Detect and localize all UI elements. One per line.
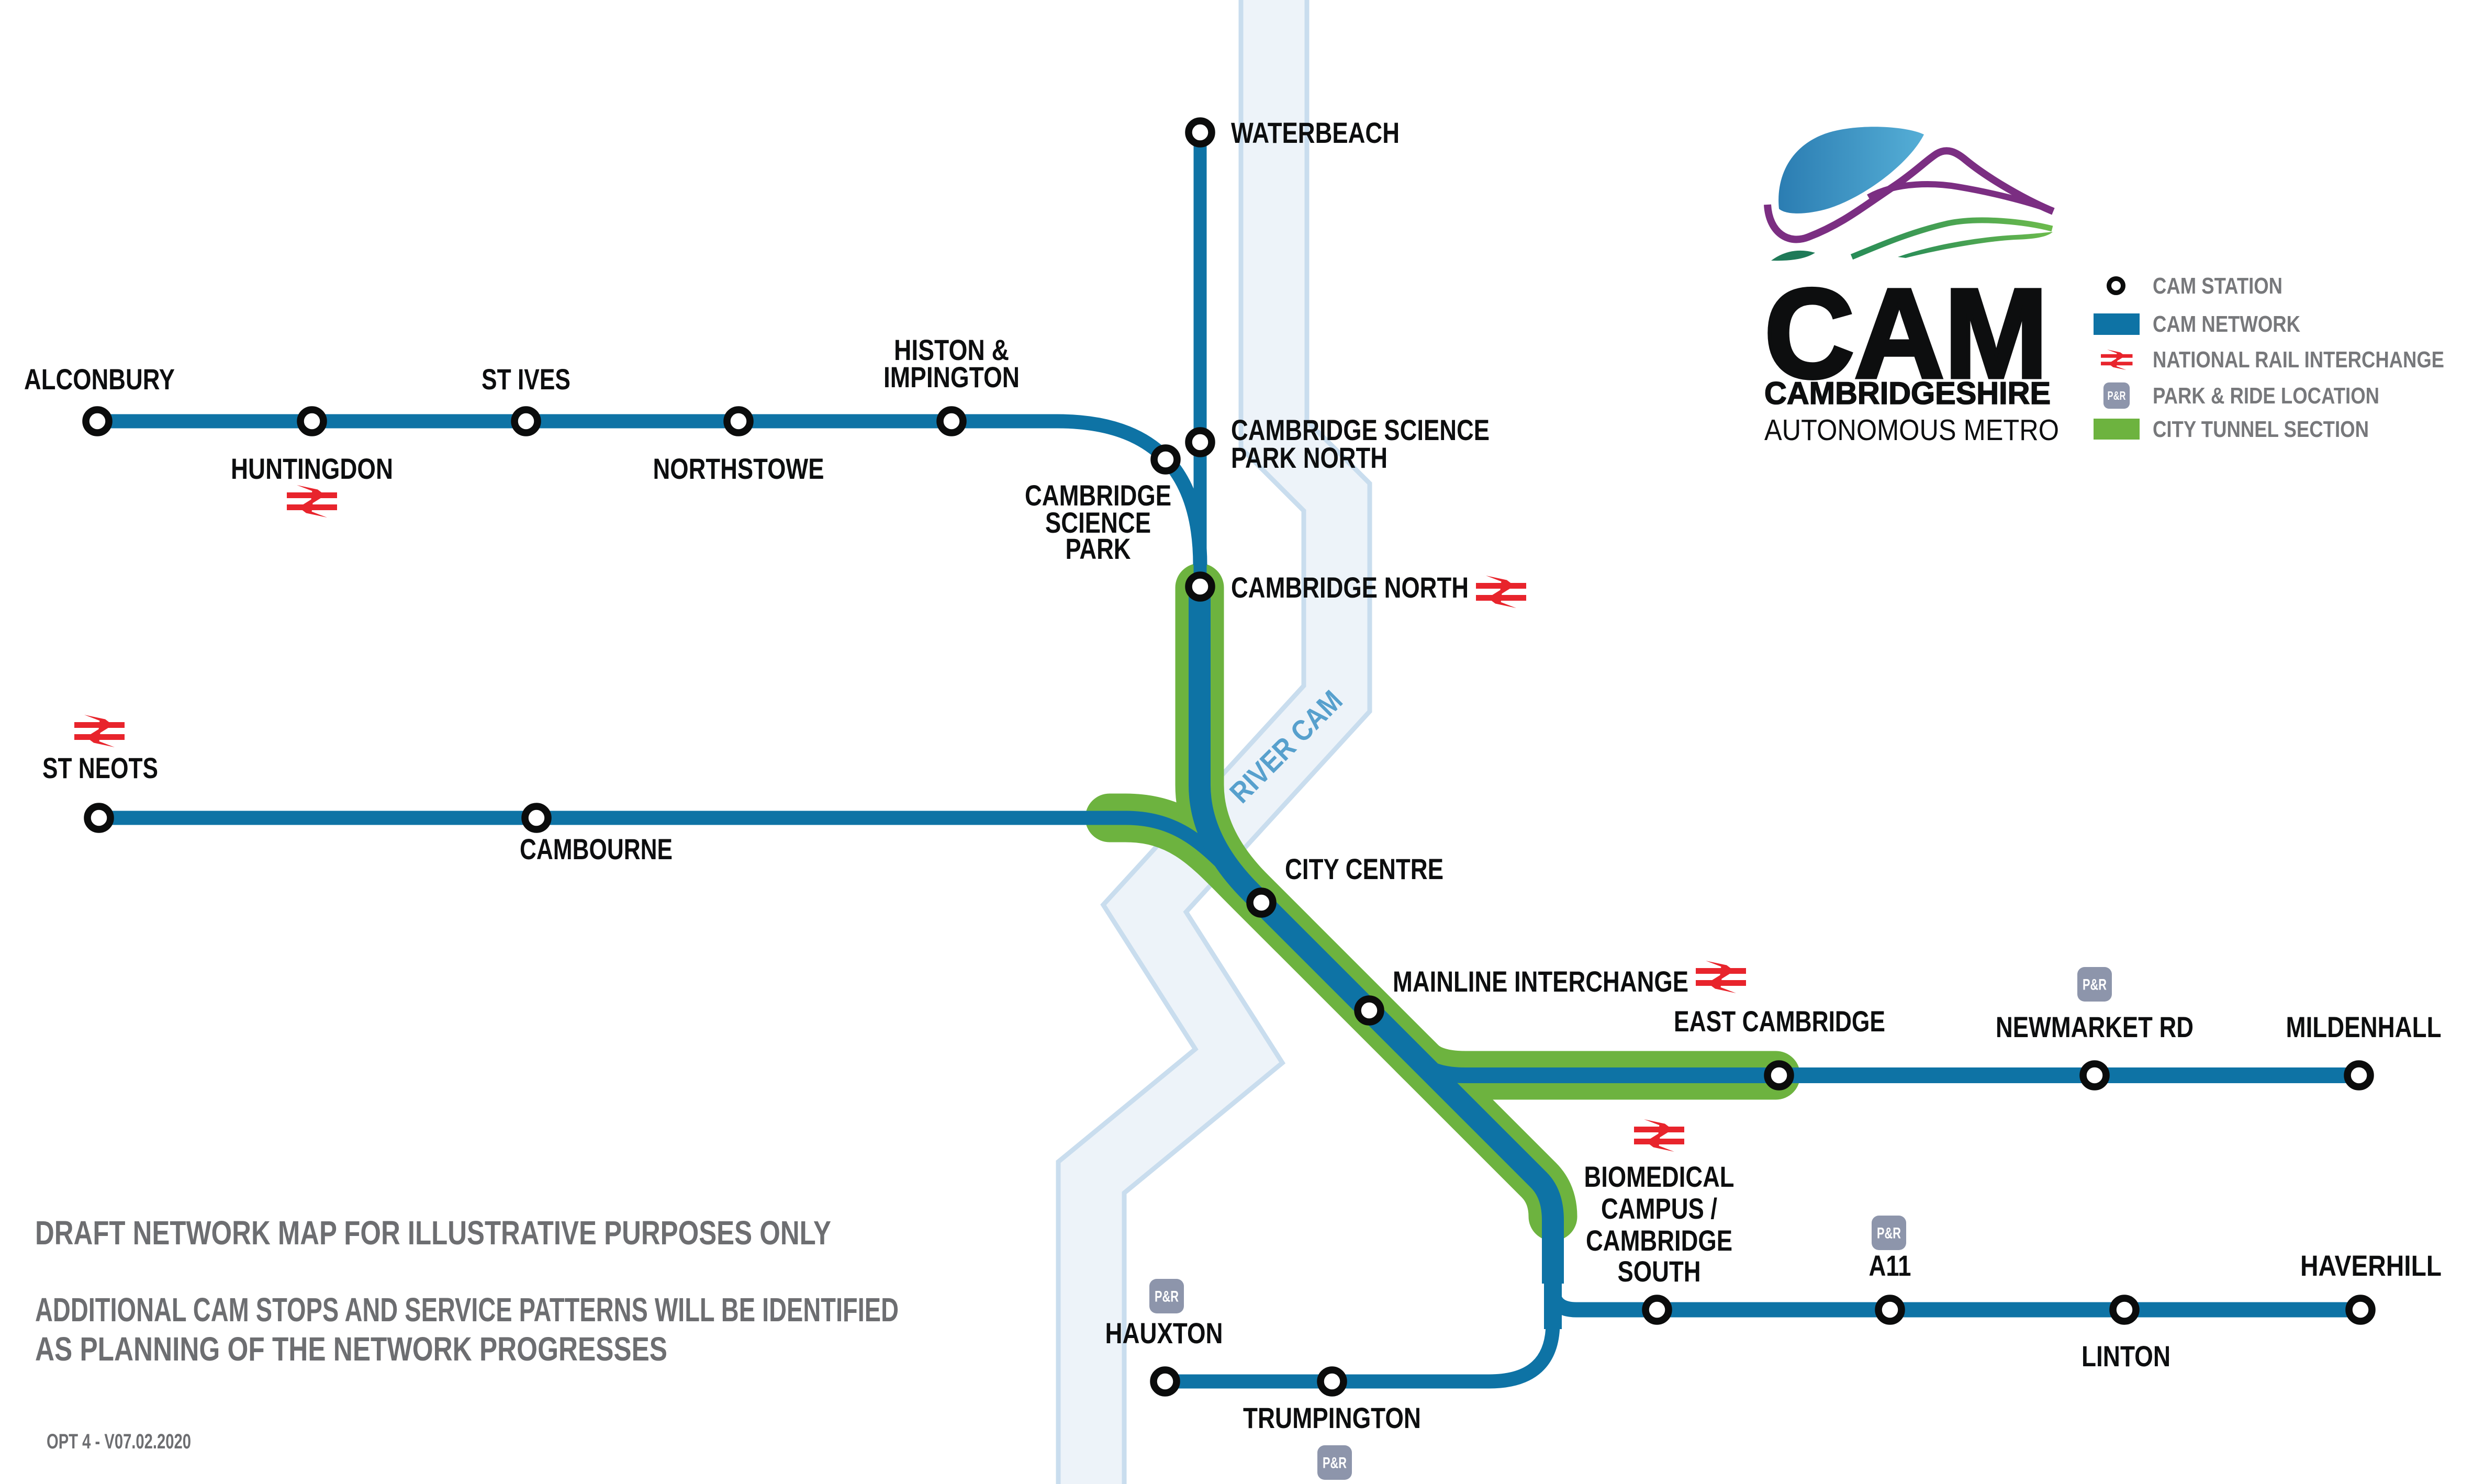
svg-text:ADDITIONAL CAM STOPS AND SERVI: ADDITIONAL CAM STOPS AND SERVICE PATTERN…: [35, 1291, 899, 1329]
svg-text:SCIENCE: SCIENCE: [1045, 506, 1151, 539]
svg-text:ST NEOTS: ST NEOTS: [42, 751, 158, 784]
svg-text:HAVERHILL: HAVERHILL: [2300, 1249, 2442, 1282]
svg-text:AUTONOMOUS METRO: AUTONOMOUS METRO: [1764, 413, 2059, 447]
svg-text:A11: A11: [1869, 1249, 1911, 1282]
svg-text:CAMBRIDGE SCIENCE: CAMBRIDGE SCIENCE: [1231, 413, 1490, 446]
svg-text:TRUMPINGTON: TRUMPINGTON: [1243, 1401, 1421, 1434]
svg-text:MILDENHALL: MILDENHALL: [2286, 1010, 2442, 1043]
svg-text:SOUTH: SOUTH: [1618, 1255, 1701, 1288]
svg-text:CAMBRIDGESHIRE: CAMBRIDGESHIRE: [1764, 376, 2051, 411]
svg-text:AS PLANNING OF THE NETWORK PRO: AS PLANNING OF THE NETWORK PROGRESSES: [35, 1330, 667, 1368]
svg-text:NEWMARKET RD: NEWMARKET RD: [1996, 1010, 2194, 1043]
svg-text:CAMBRIDGE: CAMBRIDGE: [1025, 479, 1171, 512]
svg-text:PARK NORTH: PARK NORTH: [1231, 441, 1387, 474]
svg-text:WATERBEACH: WATERBEACH: [1231, 116, 1400, 149]
svg-text:CAM NETWORK: CAM NETWORK: [2153, 311, 2300, 337]
svg-text:CAMPUS /: CAMPUS /: [1601, 1192, 1717, 1225]
svg-text:CAMBRIDGE NORTH: CAMBRIDGE NORTH: [1231, 571, 1469, 604]
svg-text:CITY CENTRE: CITY CENTRE: [1285, 852, 1443, 885]
svg-text:EAST CAMBRIDGE: EAST CAMBRIDGE: [1674, 1005, 1885, 1038]
svg-text:ST IVES: ST IVES: [482, 363, 570, 396]
svg-text:HAUXTON: HAUXTON: [1105, 1317, 1223, 1350]
svg-text:BIOMEDICAL: BIOMEDICAL: [1584, 1160, 1735, 1193]
svg-text:CAMBOURNE: CAMBOURNE: [520, 833, 673, 865]
svg-text:OPT 4 - V07.02.2020: OPT 4 - V07.02.2020: [47, 1430, 191, 1453]
svg-text:CITY TUNNEL SECTION: CITY TUNNEL SECTION: [2153, 417, 2369, 442]
svg-text:NORTHSTOWE: NORTHSTOWE: [653, 452, 824, 485]
svg-text:PARK: PARK: [1066, 532, 1131, 565]
svg-text:DRAFT NETWORK MAP FOR ILLUSTRA: DRAFT NETWORK MAP FOR ILLUSTRATIVE PURPO…: [35, 1214, 831, 1252]
svg-text:HUNTINGDON: HUNTINGDON: [231, 452, 393, 485]
svg-text:IMPINGTON: IMPINGTON: [883, 361, 1020, 394]
svg-text:CAM: CAM: [1764, 263, 2048, 404]
svg-text:CAMBRIDGE: CAMBRIDGE: [1586, 1224, 1732, 1257]
svg-text:HISTON &: HISTON &: [894, 333, 1009, 366]
svg-text:CAM STATION: CAM STATION: [2153, 273, 2282, 299]
svg-text:ALCONBURY: ALCONBURY: [24, 363, 175, 396]
svg-text:NATIONAL RAIL INTERCHANGE: NATIONAL RAIL INTERCHANGE: [2153, 347, 2444, 373]
svg-text:PARK & RIDE LOCATION: PARK & RIDE LOCATION: [2153, 383, 2379, 409]
svg-text:MAINLINE INTERCHANGE: MAINLINE INTERCHANGE: [1393, 965, 1688, 998]
svg-text:LINTON: LINTON: [2082, 1340, 2170, 1373]
